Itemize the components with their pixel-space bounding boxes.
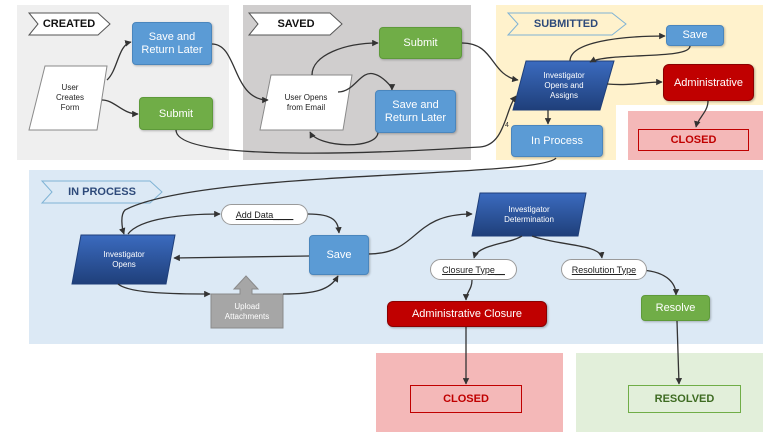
administrative-button[interactable]: Administrative (663, 64, 754, 101)
saved-submit-button[interactable]: Submit (379, 27, 462, 59)
upload-attachments-label[interactable]: Upload Attachments (224, 302, 270, 321)
submitted-stage-label: SUBMITTED (533, 18, 599, 30)
resolve-button[interactable]: Resolve (641, 295, 710, 321)
resolution-type-pill[interactable]: Resolution Type (561, 259, 647, 280)
user-opens-email-label: User Opens from Email (284, 92, 328, 112)
submitted-in-process-button[interactable]: In Process (511, 125, 603, 157)
add-data-label: Add Data____ (235, 209, 294, 220)
submitted-save-button[interactable]: Save (666, 25, 724, 46)
user-creates-form-label: User Creates Form (55, 83, 84, 112)
administrative-closure-button[interactable]: Administrative Closure (387, 301, 547, 327)
saved-save-return-later-button[interactable]: Save and Return Later (375, 90, 456, 133)
in-process-stage-label: IN PROCESS (68, 186, 136, 198)
resolved-status-box: RESOLVED (628, 385, 741, 413)
bottom-closed-status-box: CLOSED (410, 385, 522, 413)
resolution-type-label: Resolution Type (571, 264, 637, 275)
created-save-return-later-button[interactable]: Save and Return Later (132, 22, 212, 65)
saved-stage-label: SAVED (277, 18, 315, 30)
investigator-assigns-label: Investigator Opens and Assigns (543, 70, 585, 100)
in-process-save-button[interactable]: Save (309, 235, 369, 275)
created-stage-label: CREATED (42, 18, 96, 30)
investigator-determination-label: Investigator Determination (504, 204, 554, 224)
add-data-pill[interactable]: Add Data____ (221, 204, 308, 225)
closed-bottom-region (376, 353, 563, 432)
closure-type-label: Closure Type__ (442, 264, 505, 275)
top-closed-status-box: CLOSED (638, 129, 749, 151)
created-submit-button[interactable]: Submit (139, 97, 213, 130)
closure-type-pill[interactable]: Closure Type__ (430, 259, 517, 280)
step-number-label: 4 (505, 122, 509, 129)
investigator-opens-label: Investigator Opens (103, 249, 145, 269)
resolved-region (576, 353, 763, 432)
